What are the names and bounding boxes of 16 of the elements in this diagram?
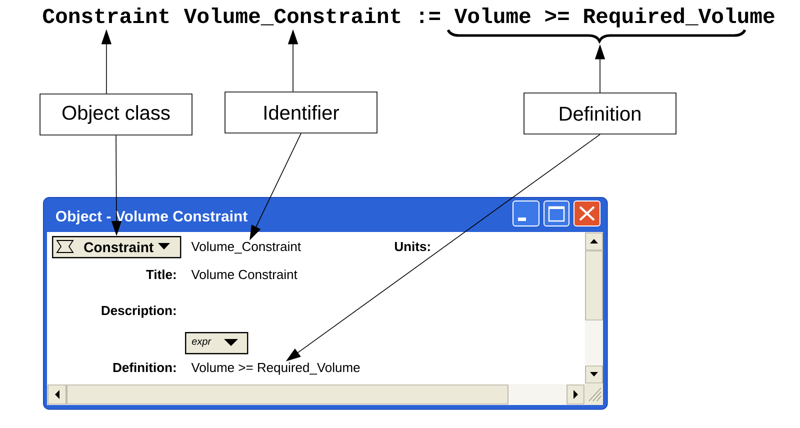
field-label: Definition: xyxy=(113,362,176,372)
field-label: Units: xyxy=(395,242,430,252)
field-value: Volume_Constraint xyxy=(191,242,301,254)
callout-box: Identifier xyxy=(224,92,378,134)
field-value: Volume Constraint xyxy=(191,270,298,280)
code-text: := xyxy=(420,12,440,23)
field-label: Title: xyxy=(146,270,176,280)
code-text: Constraint xyxy=(43,8,169,24)
code-text: Volume_Constraint xyxy=(184,8,400,26)
dropdown-button: expr xyxy=(185,332,248,354)
callout-box: Definition xyxy=(524,92,676,134)
field-label: Description: xyxy=(102,306,176,318)
code-text: Volume >= Required_Volume xyxy=(454,8,774,28)
dropdown-button: Constraint xyxy=(52,236,182,258)
field-value: Volume >= Required_Volume xyxy=(191,362,360,375)
callout-box: Object class xyxy=(40,94,192,136)
